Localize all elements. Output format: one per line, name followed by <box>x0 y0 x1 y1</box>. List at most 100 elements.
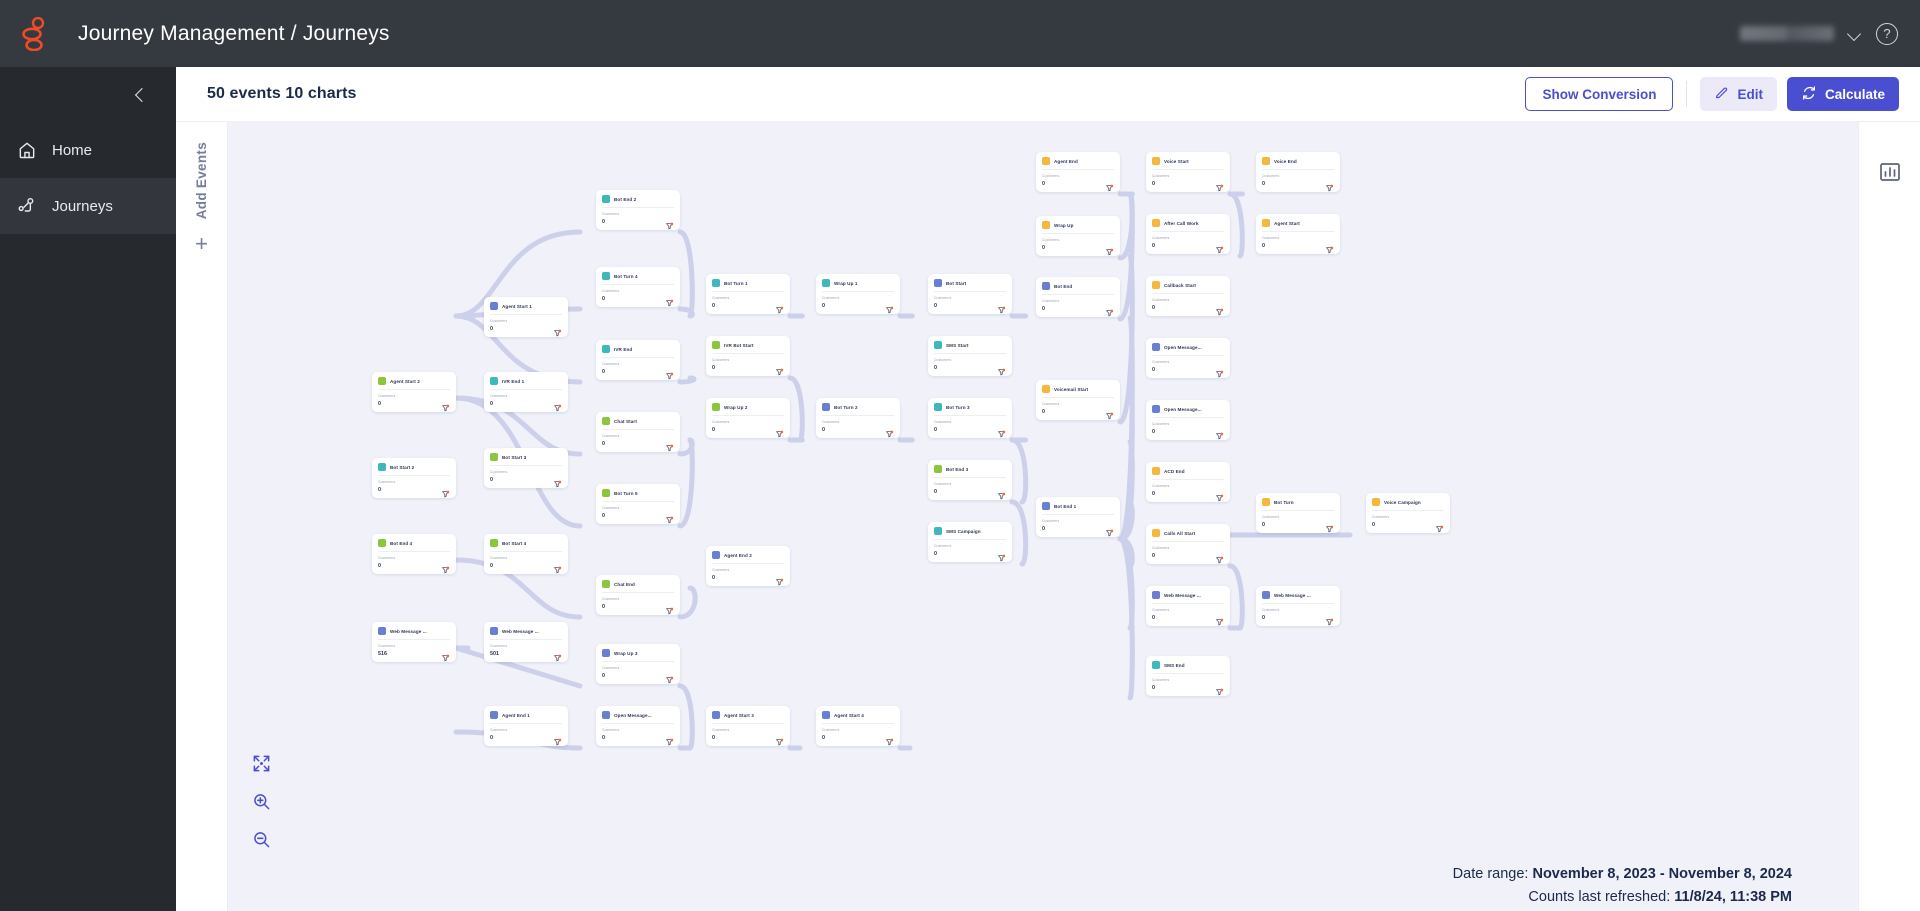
funnel-icon[interactable] <box>665 511 674 524</box>
funnel-icon[interactable] <box>441 561 450 574</box>
sidebar-item-journeys[interactable]: Journeys <box>0 178 176 234</box>
funnel-icon[interactable] <box>997 549 1006 562</box>
funnel-icon[interactable] <box>1105 179 1114 192</box>
funnel-icon[interactable] <box>885 425 894 438</box>
funnel-icon[interactable] <box>441 485 450 498</box>
funnel-icon[interactable] <box>775 301 784 314</box>
edit-button[interactable]: Edit <box>1700 77 1777 111</box>
bar-chart-icon[interactable] <box>1878 160 1902 184</box>
chevron-down-icon[interactable] <box>1848 27 1862 41</box>
funnel-icon[interactable] <box>1325 241 1334 254</box>
funnel-icon[interactable] <box>665 733 674 746</box>
plus-icon[interactable]: + <box>195 231 208 257</box>
funnel-icon[interactable] <box>665 217 674 230</box>
funnel-icon[interactable] <box>1215 427 1224 440</box>
funnel-icon[interactable] <box>553 733 562 746</box>
funnel-icon[interactable] <box>885 301 894 314</box>
funnel-icon[interactable] <box>553 649 562 662</box>
funnel-icon[interactable] <box>1215 489 1224 502</box>
funnel-icon[interactable] <box>775 425 784 438</box>
funnel-icon[interactable] <box>1215 241 1224 254</box>
funnel-icon[interactable] <box>553 475 562 488</box>
genesys-logo-icon[interactable] <box>16 14 56 54</box>
funnel-icon[interactable] <box>1215 613 1224 626</box>
funnel-icon[interactable] <box>997 363 1006 376</box>
funnel-icon[interactable] <box>553 561 562 574</box>
funnel-icon[interactable] <box>885 733 894 746</box>
funnel-icon[interactable] <box>1435 520 1444 533</box>
funnel-icon[interactable] <box>997 425 1006 438</box>
funnel-icon[interactable] <box>1105 304 1114 317</box>
fit-screen-icon[interactable] <box>252 754 271 773</box>
funnel-icon[interactable] <box>1215 179 1224 192</box>
funnel-icon[interactable] <box>665 671 674 684</box>
funnel-icon[interactable] <box>997 301 1006 314</box>
funnel-icon[interactable] <box>1325 520 1334 533</box>
funnel-icon[interactable] <box>1105 243 1114 256</box>
funnel-icon[interactable] <box>775 733 784 746</box>
funnel-icon[interactable] <box>775 363 784 376</box>
funnel-icon[interactable] <box>553 399 562 412</box>
funnel-icon[interactable] <box>665 439 674 452</box>
funnel-icon[interactable] <box>775 573 784 586</box>
sidebar-item-home[interactable]: Home <box>0 122 176 178</box>
funnel-icon[interactable] <box>665 602 674 615</box>
funnel-icon[interactable] <box>665 294 674 307</box>
funnel-icon[interactable] <box>1215 683 1224 696</box>
funnel-icon[interactable] <box>665 367 674 380</box>
funnel-icon[interactable] <box>997 487 1006 500</box>
funnel-icon[interactable] <box>1215 365 1224 378</box>
funnel-icon[interactable] <box>1105 407 1114 420</box>
funnel-icon[interactable] <box>1215 551 1224 564</box>
help-circle-icon[interactable]: ? <box>1876 22 1898 45</box>
funnel-icon[interactable] <box>441 649 450 662</box>
funnel-icon[interactable] <box>441 399 450 412</box>
funnel-icon[interactable] <box>1325 179 1334 192</box>
zoom-in-icon[interactable] <box>252 792 271 811</box>
zoom-out-icon[interactable] <box>252 830 271 849</box>
